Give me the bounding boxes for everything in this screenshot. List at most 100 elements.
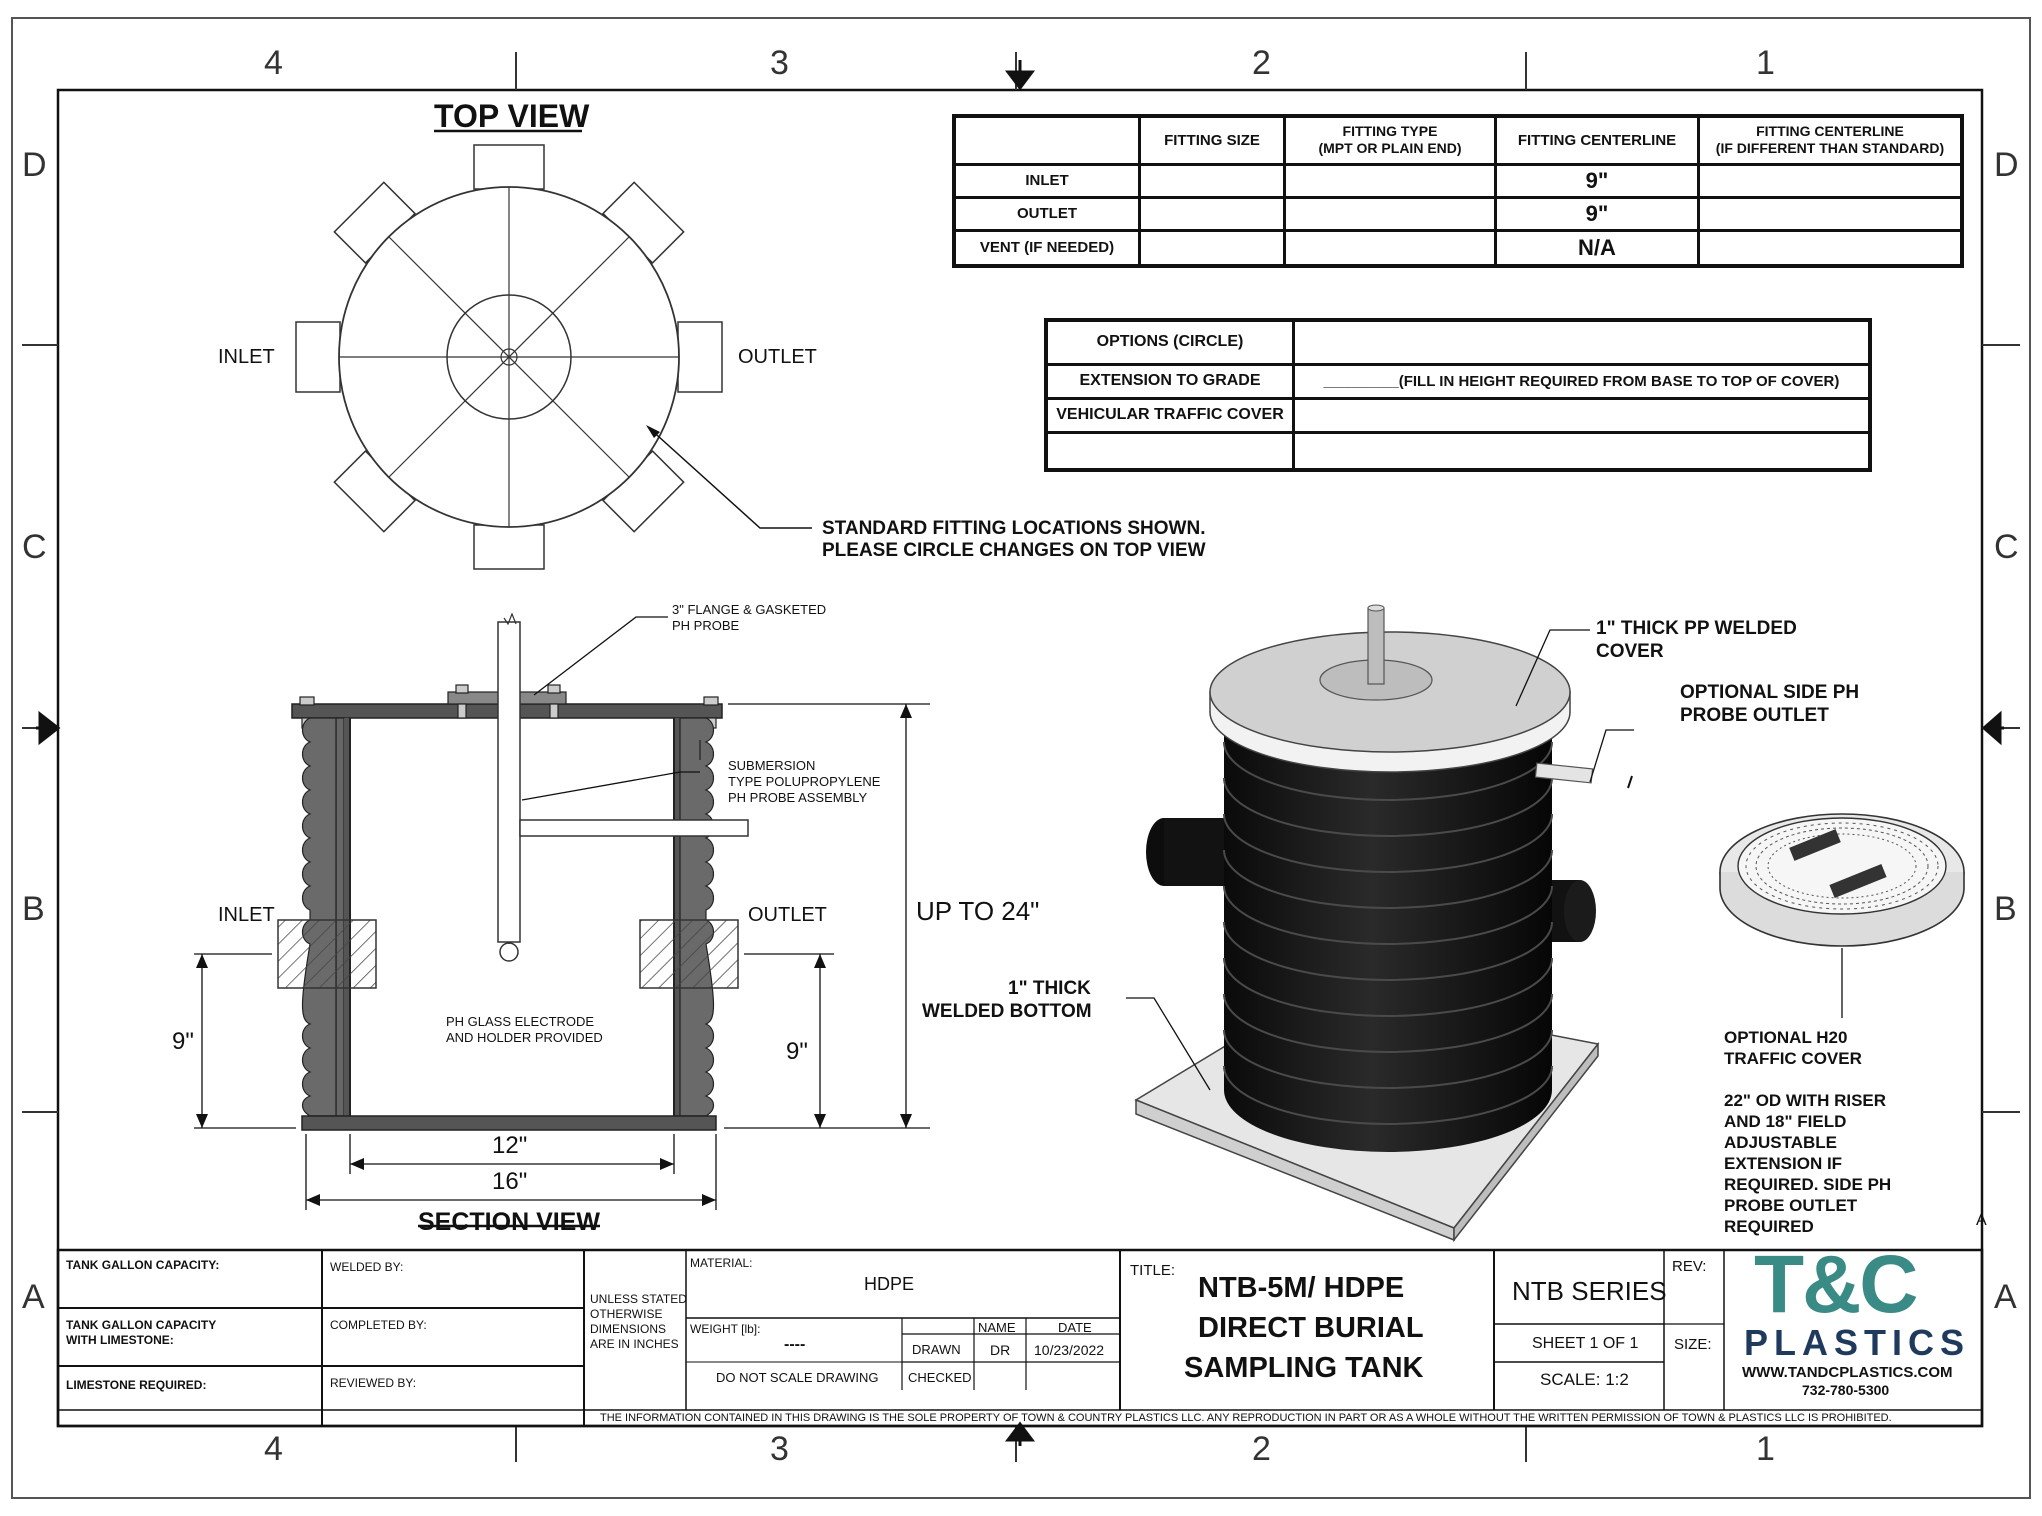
dim-outer-width: 16": [492, 1168, 528, 1195]
top-view-note-line2: PLEASE CIRCLE CHANGES ON TOP VIEW: [822, 540, 1206, 561]
fitting-row-name: VENT (IF NEEDED): [952, 228, 1141, 268]
fitting-type-cell[interactable]: [1283, 195, 1497, 232]
fitting-alt-cell[interactable]: [1697, 162, 1964, 199]
side-outlet-note-line1: OPTIONAL SIDE PH: [1680, 682, 1860, 703]
options-row: VEHICULAR TRAFFIC COVER: [1044, 396, 1872, 434]
iso-tank-drawing: [1126, 604, 1965, 1243]
zone-col-1-bottom: 1: [1756, 1430, 1775, 1468]
zone-row-d-right: D: [1994, 146, 2019, 184]
unless-stated-3: DIMENSIONS: [590, 1322, 667, 1336]
bottom-center-arrow-icon: [1005, 1421, 1035, 1446]
fitting-size-cell[interactable]: [1138, 228, 1286, 268]
tank-capacity-label: TANK GALLON CAPACITY:: [66, 1258, 220, 1272]
traffic-note-1: OPTIONAL H20: [1724, 1028, 1848, 1047]
drawing-title-line1: NTB-5M/ HDPE: [1198, 1272, 1405, 1304]
fitting-row: OUTLET 9": [952, 195, 1964, 232]
drawn-label: DRAWN: [912, 1342, 961, 1357]
fitting-size-cell[interactable]: [1138, 162, 1286, 199]
fitting-table: FITTING SIZE FITTING TYPE (MPT OR PLAIN …: [952, 114, 1964, 268]
outer-frame: [11, 17, 2031, 1499]
zone-col-3-bottom: 3: [770, 1430, 789, 1468]
rev-label: REV:: [1672, 1258, 1707, 1275]
fitting-type-cell[interactable]: [1283, 228, 1497, 268]
section-view-drawing: [194, 612, 930, 1228]
traffic-note-2: TRAFFIC COVER: [1724, 1049, 1862, 1068]
fitting-centerline-cell: 9": [1494, 162, 1700, 199]
drawing-title-line2: DIRECT BURIAL: [1198, 1312, 1424, 1344]
flange-note-line1: 3" FLANGE & GASKETED: [672, 602, 827, 617]
probe-note-line1: SUBMERSION: [728, 758, 816, 773]
material-label: MATERIAL:: [690, 1256, 753, 1270]
fitting-row-name: INLET: [952, 162, 1141, 199]
dim-outlet-height: 9": [786, 1038, 808, 1065]
options-label: OPTIONS (CIRCLE): [1044, 318, 1295, 366]
probe-note-line3: PH PROBE ASSEMBLY: [728, 790, 868, 805]
bottom-note-line2: WELDED BOTTOM: [922, 1001, 1092, 1022]
weight-value: ----: [784, 1336, 806, 1353]
options-row: OPTIONS (CIRCLE): [1044, 318, 1872, 366]
drawn-name: DR: [990, 1342, 1011, 1358]
zone-row-a-left: A: [22, 1278, 45, 1316]
tank-capacity-ls-line2: WITH LIMESTONE:: [66, 1333, 174, 1347]
fitting-alt-cell[interactable]: [1697, 195, 1964, 232]
options-value[interactable]: [1292, 318, 1872, 366]
cover-note-line1: 1" THICK PP WELDED: [1596, 618, 1797, 639]
do-not-scale-label: DO NOT SCALE DRAWING: [716, 1370, 879, 1385]
traffic-note-6: ADJUSTABLE: [1724, 1133, 1838, 1152]
unless-stated-4: ARE IN INCHES: [590, 1337, 679, 1351]
checked-label: CHECKED: [908, 1370, 972, 1385]
zone-col-2-bottom: 2: [1252, 1430, 1271, 1468]
completed-by-label: COMPLETED BY:: [330, 1318, 427, 1332]
options-row: EXTENSION TO GRADE _________(FILL IN HEI…: [1044, 362, 1872, 400]
options-label: EXTENSION TO GRADE: [1044, 362, 1295, 400]
fitting-type-cell[interactable]: [1283, 162, 1497, 199]
corner-mark: A: [1976, 1212, 1987, 1229]
fitting-header-centerline: FITTING CENTERLINE: [1494, 114, 1700, 166]
fitting-header-type: FITTING TYPE (MPT OR PLAIN END): [1283, 114, 1497, 166]
flange-note-line2: PH PROBE: [672, 618, 740, 633]
top-view-outlet-label: OUTLET: [738, 346, 817, 368]
options-value[interactable]: [1292, 430, 1872, 472]
zone-col-3-top: 3: [770, 44, 789, 82]
sheet-value: SHEET 1 OF 1: [1532, 1335, 1639, 1352]
options-value[interactable]: _________(FILL IN HEIGHT REQUIRED FROM B…: [1292, 362, 1872, 400]
fitting-row: INLET 9": [952, 162, 1964, 199]
fitting-row: VENT (IF NEEDED) N/A: [952, 228, 1964, 268]
title-label: TITLE:: [1130, 1262, 1176, 1279]
size-label: SIZE:: [1674, 1336, 1712, 1353]
weight-label: WEIGHT [lb]:: [690, 1322, 761, 1336]
options-value[interactable]: [1292, 396, 1872, 434]
top-center-arrow-icon: [1005, 60, 1035, 91]
fitting-header-alt-centerline: FITTING CENTERLINE (IF DIFFERENT THAN ST…: [1697, 114, 1964, 166]
drawn-date: 10/23/2022: [1034, 1342, 1105, 1358]
fitting-row-name: OUTLET: [952, 195, 1141, 232]
top-view-inlet-label: INLET: [218, 346, 275, 368]
right-center-arrow-icon: [1981, 710, 2004, 746]
cover-note-line2: COVER: [1596, 641, 1664, 662]
fitting-centerline-cell: 9": [1494, 195, 1700, 232]
name-header: NAME: [978, 1320, 1016, 1335]
disclaimer-text: THE INFORMATION CONTAINED IN THIS DRAWIN…: [600, 1412, 1892, 1424]
dim-inlet-height: 9": [172, 1028, 194, 1055]
top-view-title: TOP VIEW: [434, 98, 590, 134]
fitting-size-cell[interactable]: [1138, 195, 1286, 232]
limestone-label: LIMESTONE REQUIRED:: [66, 1378, 207, 1392]
zone-col-1-top: 1: [1756, 44, 1775, 82]
section-inlet-label: INLET: [218, 904, 275, 926]
traffic-note-9: PROBE OUTLET: [1724, 1196, 1858, 1215]
material-value: HDPE: [864, 1274, 915, 1294]
zone-col-4-top: 4: [264, 44, 283, 82]
bottom-note-line1: 1" THICK: [1008, 978, 1091, 999]
side-outlet-note-line2: PROBE OUTLET: [1680, 705, 1829, 726]
fitting-alt-cell[interactable]: [1697, 228, 1964, 268]
tank-capacity-ls-line1: TANK GALLON CAPACITY: [66, 1318, 217, 1332]
company-phone: 732-780-5300: [1802, 1382, 1890, 1398]
section-outlet-label: OUTLET: [748, 904, 827, 926]
fitting-centerline-cell: N/A: [1494, 228, 1700, 268]
electrode-note-line2: AND HOLDER PROVIDED: [446, 1030, 603, 1045]
drawing-title-line3: SAMPLING TANK: [1184, 1352, 1424, 1384]
unless-stated-2: OTHERWISE: [590, 1307, 663, 1321]
series-value: NTB SERIES: [1512, 1276, 1667, 1306]
zone-row-c-left: C: [22, 528, 47, 566]
